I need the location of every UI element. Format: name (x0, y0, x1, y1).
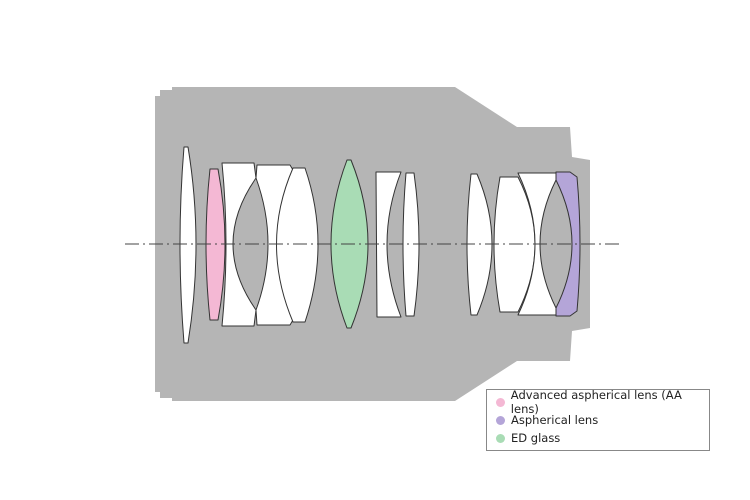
legend-item-ed-glass: ED glass (496, 429, 709, 447)
legend-item-aspherical: Aspherical lens (496, 411, 709, 429)
legend: Advanced aspherical lens (AA lens) Asphe… (486, 388, 710, 451)
pink-dot-icon (496, 397, 505, 407)
lens-element-aspherical (555, 171, 581, 317)
legend-label: Advanced aspherical lens (AA lens) (510, 388, 682, 416)
lens-element-6 (375, 171, 402, 318)
lens-element-1 (179, 146, 197, 344)
legend-label: Aspherical lens (511, 413, 599, 427)
lens-element-5 (276, 167, 319, 323)
green-dot-icon (496, 433, 505, 443)
purple-dot-icon (496, 415, 505, 425)
legend-label: ED glass (511, 431, 561, 445)
legend-item-aa-lens: Advanced aspherical lens (AA lens) (496, 388, 709, 416)
lens-element-7 (402, 172, 420, 317)
